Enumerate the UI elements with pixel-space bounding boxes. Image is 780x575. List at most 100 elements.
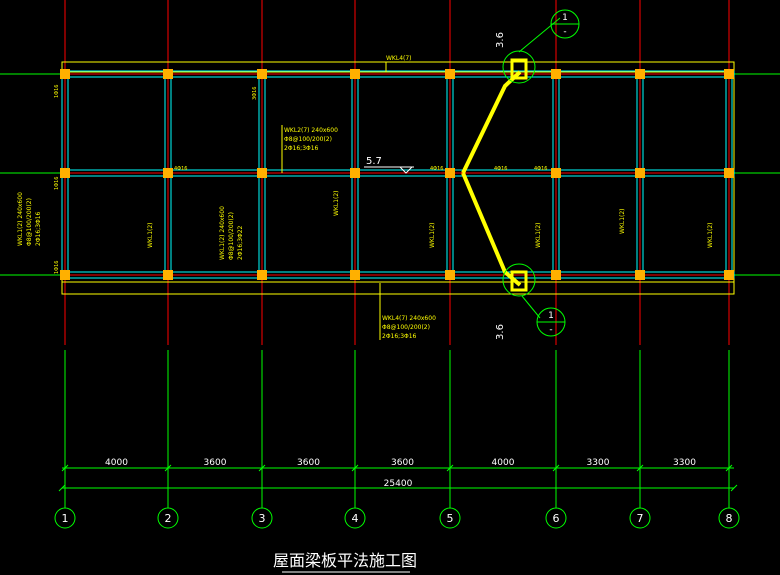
dimension-lines — [58, 464, 738, 492]
column-4-2 — [350, 270, 360, 280]
rebar-mark-5: 3Φ16 — [252, 87, 258, 100]
span-label-7: 3300 — [673, 458, 696, 468]
axis-label-5: 5 — [447, 512, 454, 525]
column-3-0 — [257, 69, 267, 79]
callout-bottom-number: 1 — [548, 311, 554, 321]
callout-top-sub: - — [563, 27, 566, 37]
column-1-1 — [60, 168, 70, 178]
column-6-0 — [551, 69, 561, 79]
callout-circle-top-small — [502, 50, 536, 84]
column-5-0 — [445, 69, 455, 79]
column-4-0 — [350, 69, 360, 79]
axis-label-8: 8 — [726, 512, 733, 525]
stair-landing-top — [510, 58, 528, 80]
label-top-edge: WKL4(7) — [386, 55, 412, 62]
axis-label-7: 7 — [637, 512, 644, 525]
axis-bubble-4 — [344, 507, 366, 529]
callout-leader-bottom — [521, 295, 541, 319]
label-mid-beam: WKL2(7) 240x600 — [284, 127, 338, 134]
elevation-triangle — [399, 166, 413, 174]
span-label-6: 3300 — [587, 458, 610, 468]
column-3-2 — [257, 270, 267, 280]
stair-line-lower — [461, 172, 522, 287]
axis-bubbles: 1 2 3 4 5 6 7 8 — [54, 505, 740, 529]
label-axis3-beam: WKL1(2) 240x600 — [219, 206, 226, 260]
total-length: 25400 — [384, 479, 413, 489]
total-tick-left — [58, 484, 66, 492]
span-label-2: 3600 — [204, 458, 227, 468]
axis-bubble-6 — [545, 507, 567, 529]
column-7-1 — [635, 168, 645, 178]
label-axis2-beam: WKL1(2) — [147, 222, 154, 248]
axis-bubble-3 — [251, 507, 273, 529]
axis-label-1: 1 — [62, 512, 69, 525]
axis-label-3: 3 — [259, 512, 266, 525]
axis-bubble-7 — [629, 507, 651, 529]
column-4-1 — [350, 168, 360, 178]
label-axis5-beam: WKL1(2) — [429, 222, 436, 248]
dim-tick-1 — [61, 464, 69, 472]
axis-label-6: 6 — [553, 512, 560, 525]
axis-label-2: 2 — [165, 512, 172, 525]
callout-top-number: 1 — [562, 13, 568, 23]
column-7-0 — [635, 69, 645, 79]
dim-tick-4 — [351, 464, 359, 472]
column-8-0 — [724, 69, 734, 79]
label-axis3-beam-3: 2Φ16;3Φ22 — [237, 225, 244, 260]
total-tick-right — [730, 484, 738, 492]
column-1-0 — [60, 69, 70, 79]
top-callout: 1 - 3.6 — [495, 9, 580, 84]
horizontal-axis-lines — [0, 73, 780, 276]
bottom-callout: 1 - 3.6 — [495, 263, 566, 340]
label-axis6-beam: WKL1(2) — [535, 222, 542, 248]
rebar-mark-7: 1Φ16 — [54, 177, 60, 190]
dim-tick-3 — [258, 464, 266, 472]
dim-tick-5 — [446, 464, 454, 472]
rebar-mark-3: 4Φ16 — [494, 166, 507, 172]
rebar-mark-2: 4Φ16 — [430, 166, 443, 172]
axis-bubble-1 — [54, 507, 76, 529]
beams — [61, 70, 735, 279]
label-left-beam: WKL1(2) 240x600 — [17, 192, 24, 246]
span-label-3: 3600 — [297, 458, 320, 468]
bottom-edge-beam — [61, 281, 735, 295]
drawing-title: 屋面梁板平法施工图 — [273, 551, 417, 570]
elevation-value: 5.7 — [366, 156, 382, 167]
column-7-2 — [635, 270, 645, 280]
column-2-2 — [163, 270, 173, 280]
column-8-1 — [724, 168, 734, 178]
axis-bubble-2 — [157, 507, 179, 529]
span-labels: 4000 3600 3600 3600 4000 3300 3300 — [105, 458, 696, 468]
rebar-mark-1: 4Φ16 — [174, 166, 187, 172]
beam-outline — [61, 61, 735, 295]
label-left-beam-3: 2Φ16;3Φ16 — [35, 211, 42, 246]
axis-bubble-5 — [439, 507, 461, 529]
label-bottom-edge-2: Φ8@100/200(2) — [382, 324, 430, 331]
label-left-beam-2: Φ8@100/200(2) — [26, 198, 33, 246]
column-5-1 — [445, 168, 455, 178]
dim-tick-8 — [725, 464, 733, 472]
callout-circle-bottom-small — [502, 263, 536, 297]
label-mid-beam-3: 2Φ16;3Φ16 — [284, 145, 319, 152]
span-label-5: 4000 — [492, 458, 515, 468]
span-label-1: 4000 — [105, 458, 128, 468]
rebar-mark-4: 4Φ16 — [534, 166, 547, 172]
stair-line-upper — [461, 70, 522, 174]
column-8-2 — [724, 270, 734, 280]
stair-diagonal — [461, 58, 528, 292]
column-1-2 — [60, 270, 70, 280]
callout-bottom-sub: - — [549, 325, 552, 335]
label-bottom-edge-3: 2Φ16;3Φ16 — [382, 333, 417, 340]
label-mid-beam-2: Φ8@100/200(2) — [284, 136, 332, 143]
column-6-1 — [551, 168, 561, 178]
label-axis7-beam: WKL1(2) — [619, 208, 626, 234]
stair-landing-bottom — [510, 270, 528, 292]
dim-tick-6 — [552, 464, 560, 472]
label-axis8-beam: WKL1(2) — [707, 222, 714, 248]
axis-label-4: 4 — [352, 512, 359, 525]
span-label-4: 3600 — [391, 458, 414, 468]
column-2-1 — [163, 168, 173, 178]
axis-bubble-8 — [718, 507, 740, 529]
callout-leader-top — [518, 17, 561, 53]
dim-tick-7 — [636, 464, 644, 472]
